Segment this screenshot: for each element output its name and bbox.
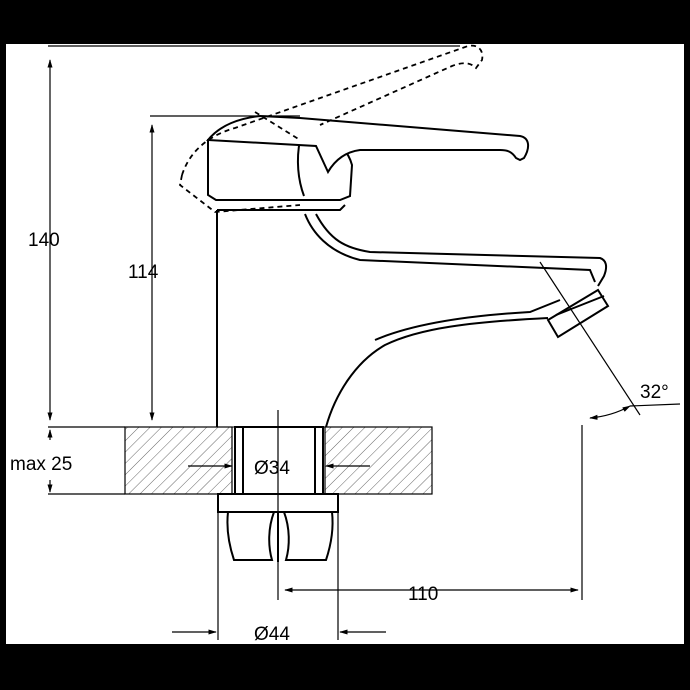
dim-spout-height — [149, 115, 300, 421]
dim-base-diameter — [172, 512, 386, 640]
aerator — [546, 288, 610, 339]
mounting-shank — [234, 426, 324, 495]
dim-base-diameter-label: Ø44 — [254, 624, 290, 645]
dim-counter-thickness — [47, 429, 125, 495]
handle-raised-dashed — [179, 44, 484, 213]
dim-counter-thickness-label: max 25 — [10, 454, 72, 475]
dim-overall-height — [47, 45, 460, 428]
dim-spout-height-label: 114 — [128, 262, 159, 283]
countertop-section — [124, 426, 433, 495]
dim-spout-reach — [277, 410, 583, 600]
dim-spout-reach-label: 110 — [408, 584, 438, 605]
dim-aerator-angle-label: 32° — [640, 382, 669, 403]
dim-hole-diameter-label: Ø34 — [254, 458, 290, 479]
dim-overall-height-label: 140 — [28, 230, 60, 251]
handle-lever — [206, 114, 530, 175]
dim-aerator-angle — [539, 261, 681, 420]
faucet-body — [207, 130, 608, 428]
